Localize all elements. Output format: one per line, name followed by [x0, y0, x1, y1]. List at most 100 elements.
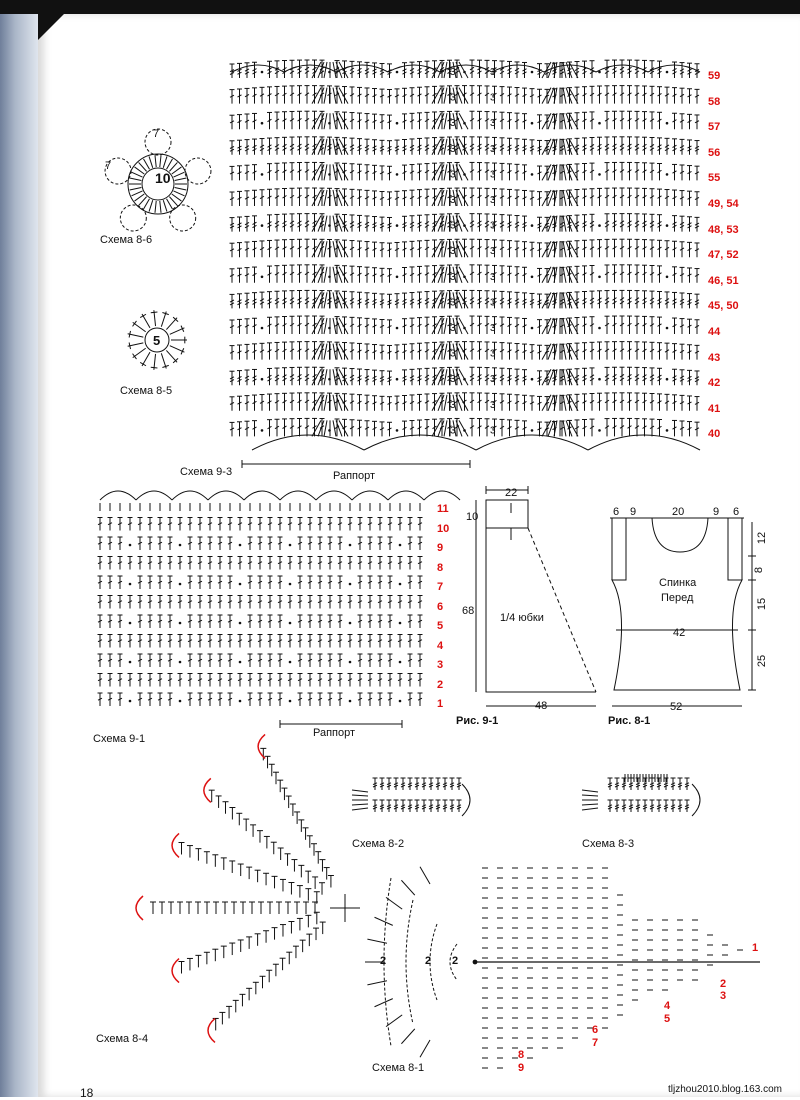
svg-text:3: 3: [490, 169, 496, 180]
chart-8-3: [582, 774, 700, 816]
scheme-8-1-fan-number-1: 2: [380, 955, 386, 967]
scheme-8-1-row-number-2: 2: [720, 978, 726, 990]
fig-9-1-bottom-measure: 48: [535, 700, 547, 712]
fig-8-1-width-1: 6: [613, 506, 619, 518]
figure-8-1-outline: [610, 518, 756, 706]
fig-8-1-width-5: 6: [733, 506, 739, 518]
chart-8-1: [365, 867, 760, 1068]
fig-8-1-height-1: 12: [756, 532, 768, 544]
page-number: 18: [80, 1086, 93, 1100]
fig-8-1-piece-bottom: Перед: [661, 592, 693, 604]
chart-8-2: [352, 778, 470, 816]
fig-9-1-side-measure: 10: [466, 511, 478, 523]
svg-text:3: 3: [450, 118, 456, 129]
scheme-9-1-row-number-8: 4: [437, 640, 443, 652]
svg-text:3: 3: [490, 144, 496, 155]
scheme-9-1-label: Схема 9-1: [93, 733, 145, 745]
fig-8-1-width-4: 9: [713, 506, 719, 518]
scheme-8-1-row-number-6: 6: [592, 1024, 598, 1036]
fig-9-1-piece-label: 1/4 юбки: [500, 612, 544, 624]
scheme-9-1-row-number-1: 11: [437, 503, 449, 515]
motif-8-6-petal-left-number: 7: [105, 160, 111, 172]
chart-9-1: [98, 491, 461, 728]
scheme-8-1-row-number-8: 8: [518, 1049, 524, 1061]
scheme-8-3-label: Схема 8-3: [582, 838, 634, 850]
scheme-8-1-fan-number-2: 2: [425, 955, 431, 967]
svg-text:3: 3: [450, 297, 456, 308]
svg-text:3: 3: [490, 425, 496, 436]
svg-text:3: 3: [450, 323, 456, 334]
svg-text:3: 3: [450, 400, 456, 411]
motif-8-6-center-number: 10: [155, 170, 171, 186]
scheme-9-3-row-number-2: 58: [708, 96, 720, 108]
scheme-8-1-row-number-5: 5: [664, 1013, 670, 1025]
scheme-8-1-row-number-9: 9: [518, 1062, 524, 1074]
svg-text:3: 3: [450, 425, 456, 436]
svg-text:3: 3: [450, 195, 456, 206]
scheme-8-5-label: Схема 8-5: [120, 385, 172, 397]
scheme-9-3-row-number-8: 47, 52: [708, 249, 739, 261]
scheme-8-1-label: Схема 8-1: [372, 1062, 424, 1074]
svg-text:3: 3: [490, 221, 496, 232]
fig-8-1-label: Рис. 8-1: [608, 715, 650, 727]
scheme-9-3-row-number-7: 48, 53: [708, 224, 739, 236]
scheme-9-3-row-number-3: 57: [708, 121, 720, 133]
svg-text:3: 3: [450, 221, 456, 232]
svg-text:3: 3: [490, 272, 496, 283]
fig-9-1-label: Рис. 9-1: [456, 715, 498, 727]
scheme-8-1-row-number-7: 7: [592, 1037, 598, 1049]
svg-text:3: 3: [490, 297, 496, 308]
chart-8-4: [136, 734, 360, 1042]
scheme-9-1-rapport-label: Раппорт: [313, 727, 355, 739]
svg-text:3: 3: [490, 246, 496, 257]
scheme-9-3-row-number-13: 42: [708, 377, 720, 389]
scheme-9-1-row-number-11: 1: [437, 698, 443, 710]
figure-9-1-outline: [476, 486, 596, 706]
svg-text:3: 3: [450, 67, 456, 78]
scheme-9-3-row-number-4: 56: [708, 147, 720, 159]
svg-text:3: 3: [450, 93, 456, 104]
svg-text:3: 3: [490, 93, 496, 104]
scheme-9-3-rapport-label: Раппорт: [333, 470, 375, 482]
scheme-9-1-row-number-6: 6: [437, 601, 443, 613]
blog-watermark: tljzhou2010.blog.163.com: [668, 1084, 782, 1095]
scheme-9-3-row-number-15: 40: [708, 428, 720, 440]
scheme-8-2-label: Схема 8-2: [352, 838, 404, 850]
scheme-9-1-row-number-7: 5: [437, 620, 443, 632]
fig-8-1-bottom-measure: 52: [670, 701, 682, 713]
svg-text:3: 3: [450, 246, 456, 257]
motif-8-6-petal-top-number: 7: [153, 128, 159, 140]
scheme-8-1-row-number-4: 4: [664, 1000, 670, 1012]
svg-text:3: 3: [450, 272, 456, 283]
scheme-8-4-label: Схема 8-4: [96, 1033, 148, 1045]
svg-text:3: 3: [490, 374, 496, 385]
scheme-9-3-label: Схема 9-3: [180, 466, 232, 478]
scheme-9-3-row-number-12: 43: [708, 352, 720, 364]
scheme-9-3-row-number-5: 55: [708, 172, 720, 184]
scheme-9-1-row-number-9: 3: [437, 659, 443, 671]
svg-text:3: 3: [490, 67, 496, 78]
svg-text:3: 3: [490, 400, 496, 411]
fig-9-1-height-measure: 68: [462, 605, 474, 617]
svg-text:3: 3: [490, 195, 496, 206]
fig-8-1-height-2: 8: [753, 567, 765, 573]
svg-text:3: 3: [450, 374, 456, 385]
fig-8-1-piece-top: Спинка: [659, 577, 696, 589]
fig-8-1-waist-measure: 42: [673, 627, 685, 639]
svg-text:3: 3: [450, 169, 456, 180]
fig-8-1-width-3: 20: [672, 506, 684, 518]
fig-9-1-top-measure: 22: [505, 487, 517, 499]
scheme-8-1-row-number-1: 1: [752, 942, 758, 954]
scheme-9-1-row-number-4: 8: [437, 562, 443, 574]
scheme-9-1-row-number-10: 2: [437, 679, 443, 691]
scheme-9-1-row-number-3: 9: [437, 542, 443, 554]
svg-text:3: 3: [450, 144, 456, 155]
scheme-8-6-label: Схема 8-6: [100, 234, 152, 246]
svg-text:3: 3: [490, 349, 496, 360]
scheme-9-1-row-number-2: 10: [437, 523, 449, 535]
scheme-8-1-fan-number-3: 2: [452, 955, 458, 967]
scheme-9-3-row-number-6: 49, 54: [708, 198, 739, 210]
fig-8-1-width-2: 9: [630, 506, 636, 518]
